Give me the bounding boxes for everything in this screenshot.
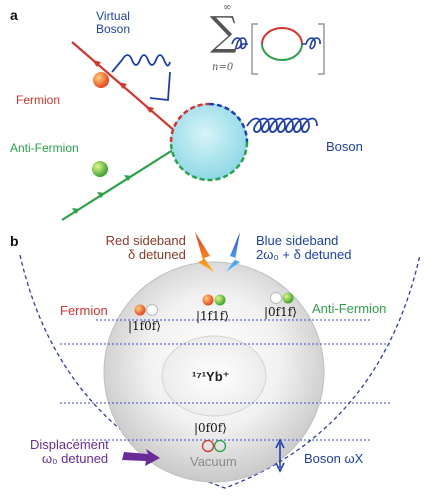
blue-sideband-line2: 2ω₀ + δ detuned [256,247,352,263]
displacement-label: Displacement ω₀ detuned [30,437,109,467]
virtual-boson-label-line1: Virtual [96,9,130,23]
blue-sideband-beam [226,232,240,272]
fermion-label-b: Fermion [60,303,108,318]
anti-fermion-line [61,147,177,221]
red-sideband-line1: Red sideband [105,233,186,248]
boson-frequency-label: Boson ωX [304,451,364,466]
fermion-line [71,41,177,133]
boson-frequency-arrow [275,438,285,473]
ket-1f1f: |1f1f⟩ [196,309,229,323]
sum-upper-limit: ∞ [223,2,232,13]
interaction-blob [169,102,249,182]
virtual-boson-label-line2: Boson [96,22,131,37]
anti-fermion-ball [92,161,108,177]
anti-fermion-label-a: Anti-Fermion [10,141,79,155]
loop-diagram [231,23,325,75]
sum-symbol: ∑ [210,9,239,55]
ket-1f0f: |1f0f⟩ [128,319,161,333]
sum-lower-limit: n=0 [212,62,234,73]
displacement-line1: Displacement [30,437,109,452]
boson-coil [246,117,318,133]
boson-label-a: Boson [326,139,363,154]
anti-fermion-label-b: Anti-Fermion [312,301,387,316]
red-sideband-beam [195,232,214,272]
virtual-boson-line [111,54,171,101]
state-01-balls [270,292,294,304]
displacement-line2: ω₀ detuned [42,451,109,467]
blue-sideband-line1: Blue sideband [256,233,339,248]
displacement-arrow [122,449,160,466]
red-sideband-line2: δ detuned [128,247,186,263]
harmonic-potential [19,254,421,489]
vacuum-label: Vacuum [190,454,237,469]
red-sideband-label: Red sideband δ detuned [90,233,186,263]
ket-0f1f: |0f1f⟩ [264,305,297,319]
state-11-balls [202,294,226,306]
ion-label: ¹⁷¹Yb⁺ [192,369,230,384]
state-10-balls [134,304,158,316]
virtual-boson-label: Virtual Boson [96,9,131,37]
panel-a-letter: a [10,7,18,23]
ket-0f0f: |0f0f⟩ [194,421,227,435]
vacuum-rings [201,439,227,453]
fermion-ball [93,72,109,88]
panel-b-letter: b [10,233,19,249]
blue-sideband-label: Blue sideband 2ω₀ + δ detuned [256,233,352,263]
ion-torus [103,261,325,483]
fermion-label-a: Fermion [16,93,61,107]
